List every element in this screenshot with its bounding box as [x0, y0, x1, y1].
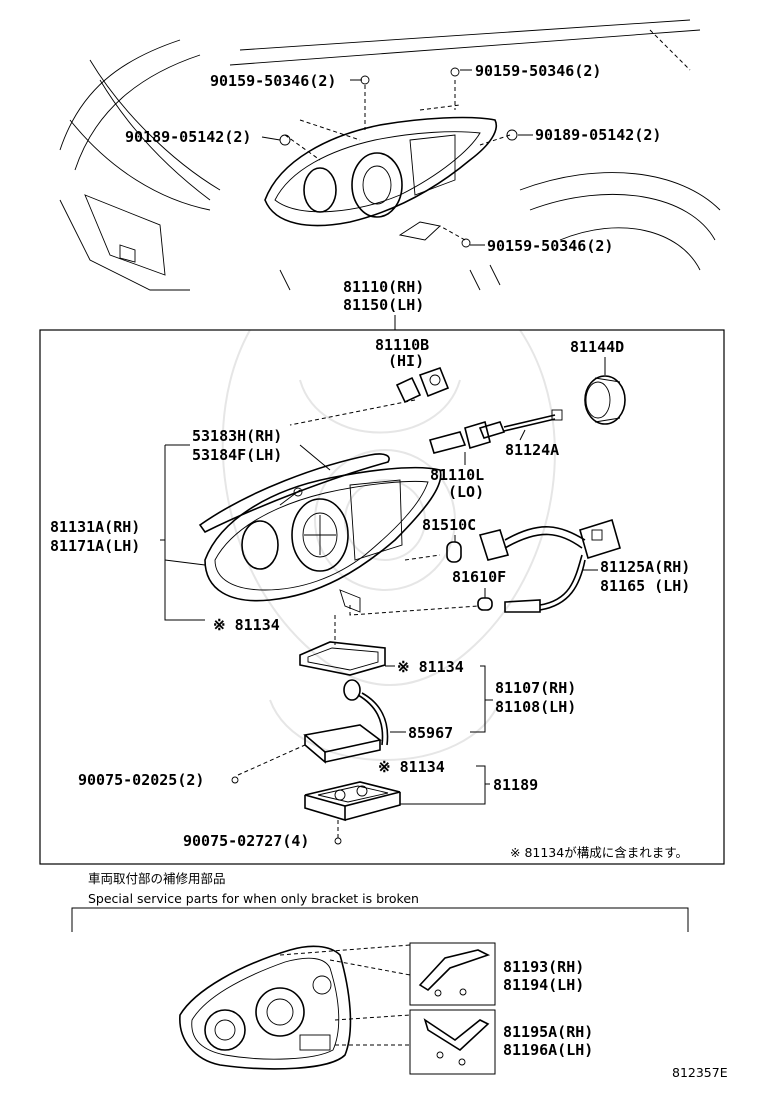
screw-label-2: 90075-02025(2)	[78, 771, 204, 789]
ref-81134-c: ※ 81134	[378, 758, 445, 776]
bulb-lo-icon	[428, 420, 491, 454]
bolt-label-bottom-right: 90159-50346(2)	[487, 237, 613, 255]
bracket2-icon	[423, 1018, 490, 1066]
cord-number: 85967	[408, 724, 453, 742]
bolt-label-top-right: 90159-50346(2)	[475, 62, 601, 80]
screw-label-4: 90075-02727(4)	[183, 832, 309, 850]
screw-4-icon	[334, 837, 342, 845]
cover-number-rh: 53183H(RH)	[192, 427, 282, 445]
wire-socket-icon	[478, 409, 563, 439]
harness-number-lh: 81165 (LH)	[600, 577, 690, 595]
bracket1-number-lh: 81194(LH)	[503, 976, 584, 994]
bulb-lo-tag: (LO)	[448, 483, 484, 501]
bracket2-number-lh: 81196A(LH)	[503, 1041, 593, 1059]
cover-number-lh: 53184F(LH)	[192, 446, 282, 464]
assembly-label-rh: 81110(RH)	[343, 278, 424, 296]
ref-81134-b: ※ 81134	[397, 658, 464, 676]
clip-label-right: 90189-05142(2)	[535, 126, 661, 144]
computer-number: 81189	[493, 776, 538, 794]
figure-id: 812357E	[672, 1065, 728, 1080]
cap-number: 81144D	[570, 338, 624, 356]
wire-socket-number: 81124A	[505, 441, 559, 459]
assembly-label-lh: 81150(LH)	[343, 296, 424, 314]
bracket2-box	[409, 1009, 496, 1075]
service-title-en: Special service parts for when only brac…	[88, 891, 419, 906]
bulb-lo-number: 81110L	[430, 466, 484, 484]
ref-81134-a: ※ 81134	[213, 616, 280, 634]
bulb-hi-icon	[395, 366, 450, 404]
service-headlamp-icon	[179, 945, 352, 1070]
bulb-510c-icon	[446, 541, 462, 563]
ballast-number-lh: 81108(LH)	[495, 698, 576, 716]
bracket1-number-rh: 81193(RH)	[503, 958, 584, 976]
gasket-icon	[299, 641, 386, 676]
unit-number-rh: 81131A(RH)	[50, 518, 140, 536]
cap-icon	[584, 375, 626, 425]
clip-label-left: 90189-05142(2)	[125, 128, 251, 146]
harness-icon	[478, 518, 621, 613]
igniter-icon	[303, 679, 389, 764]
bracket2-number-rh: 81195A(RH)	[503, 1023, 593, 1041]
bulb-hi-tag: (HI)	[388, 352, 424, 370]
service-bracket-line	[71, 907, 689, 932]
cover-icon	[198, 453, 390, 534]
assembly-box	[39, 329, 725, 865]
watermark	[221, 329, 556, 761]
unit-number-lh: 81171A(LH)	[50, 537, 140, 555]
service-title-jp: 車両取付部の補修用部品	[88, 871, 226, 886]
computer-icon	[304, 781, 401, 822]
harness-number-rh: 81125A(RH)	[600, 558, 690, 576]
screw-2-icon	[231, 776, 239, 784]
ballast-number-rh: 81107(RH)	[495, 679, 576, 697]
vehicle-front-view	[59, 19, 721, 291]
bracket1-icon	[418, 949, 491, 997]
bulb-hi-number: 81110B	[375, 336, 429, 354]
bulb-510c-number: 81510C	[422, 516, 476, 534]
bolt-label-top-left: 90159-50346(2)	[210, 72, 336, 90]
bulb-610f-icon	[477, 597, 493, 611]
bracket1-box	[409, 942, 496, 1006]
footnote: ※ 81134が構成に含まれます。	[510, 845, 688, 860]
bulb-610f-number: 81610F	[452, 568, 506, 586]
headlamp-unit-icon	[204, 466, 442, 613]
